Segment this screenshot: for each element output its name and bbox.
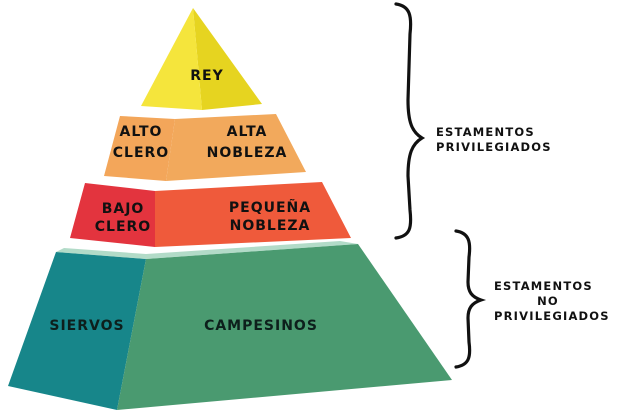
tier-top	[141, 8, 262, 110]
tier-alto-clero-face	[104, 116, 175, 181]
tier-rey-face	[141, 8, 202, 110]
tier-alta-nobleza-label-line2: NOBLEZA	[207, 145, 288, 161]
tier-bajo-clero-label-line2: CLERO	[95, 219, 151, 235]
tier-siervos-label: SIERVOS	[49, 318, 124, 334]
tier-campesinos-face	[117, 244, 452, 410]
tier-bottom-top-edge	[56, 241, 358, 259]
tier-rey-shade	[193, 8, 262, 110]
tier-pequena-nobleza-label-line2: NOBLEZA	[230, 218, 311, 234]
group-privilegiados-line1: ESTAMENTOS	[436, 125, 535, 139]
tier-pequena-nobleza-label-line1: PEQUEÑA	[229, 199, 311, 216]
tier-pequena-nobleza-face	[155, 182, 351, 247]
tier-alta-nobleza-face	[166, 114, 306, 181]
group-privilegiados-line2: PRIVILEGIADOS	[436, 140, 552, 154]
tier-alto-clero-label-line1: ALTO	[120, 124, 163, 140]
group-no-privilegiados-line2: NO	[537, 294, 559, 308]
tier-second	[104, 114, 306, 181]
tier-campesinos-label: CAMPESINOS	[204, 318, 318, 334]
tier-alto-clero-label-line2: CLERO	[113, 145, 169, 161]
tier-alta-nobleza-label-line1: ALTA	[227, 124, 268, 140]
tier-siervos-face	[8, 252, 146, 410]
tier-bottom	[8, 241, 452, 410]
group-no-privilegiados-line3: PRIVILEGIADOS	[494, 309, 610, 323]
group-no-privilegiados-line1: ESTAMENTOS	[494, 279, 593, 293]
brace-privilegiados	[394, 2, 426, 240]
tier-third	[70, 182, 351, 247]
brace-no-privilegiados	[454, 229, 487, 369]
tier-bajo-clero-label-line1: BAJO	[102, 201, 145, 217]
tier-rey-label: REY	[190, 68, 223, 84]
tier-bajo-clero-face	[70, 183, 155, 247]
